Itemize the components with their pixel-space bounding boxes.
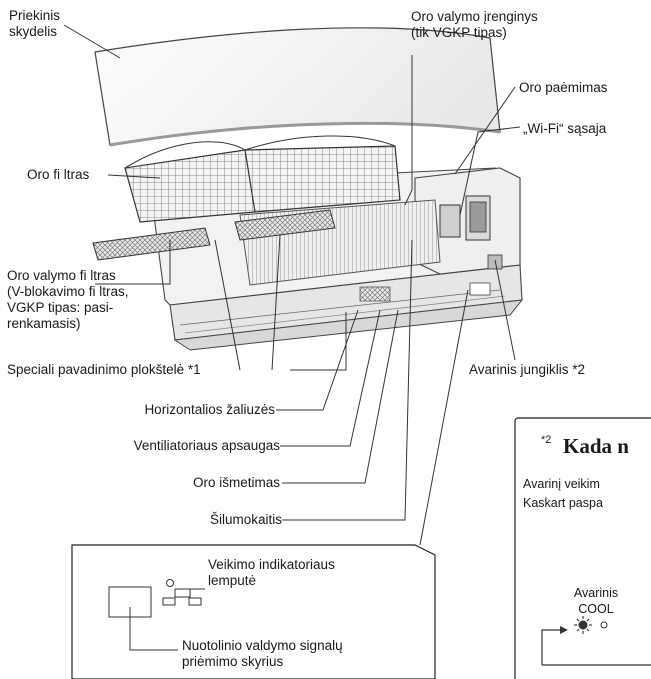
- remote-signal-receiver-line2: priėmimo skyrius: [182, 654, 284, 669]
- air-intake-label: Oro paėmimas: [519, 80, 608, 95]
- side-panel-title: Kada n: [563, 434, 629, 458]
- horizontal-louvers-label: Horizontalios žaliuzės: [144, 402, 275, 417]
- fan-guard-label: Ventiliatoriaus apsaugas: [133, 438, 280, 453]
- side-panel-mode-label1: Avarinis: [573, 586, 619, 600]
- air-cleaning-device-line1: Oro valymo įrenginys: [411, 9, 538, 24]
- front-panel-shape: [94, 27, 501, 147]
- special-name-plate-label: Speciali pavadinimo plokštelė *1: [7, 362, 201, 377]
- indicator-callout-box: [71, 544, 436, 679]
- operation-indicator-lamp-line1: Veikimo indikatoriaus: [208, 557, 335, 572]
- air-cleaning-filter-line4: renkamasis): [7, 316, 81, 331]
- front-panel-label: Priekinis skydelis: [9, 8, 60, 40]
- side-panel-mode-label2: COOL: [578, 602, 614, 616]
- wifi-interface-label: „Wi-Fi“ sąsaja: [523, 121, 607, 136]
- emergency-side-panel: [514, 417, 651, 679]
- air-cleaning-device-line2: (tik VGKP tipas): [411, 25, 507, 40]
- air-cleaning-filter-line3: VGKP tipas: pasi-: [7, 300, 114, 315]
- air-filter-label: Oro fi ltras: [27, 167, 90, 182]
- air-cleaning-filter-line1: Oro valymo fi ltras: [7, 268, 116, 283]
- remote-signal-receiver-label: Nuotolinio valdymo signalų priėmimo skyr…: [182, 638, 343, 670]
- side-panel-line1: Avarinį veikim: [523, 477, 600, 491]
- front-panel-label-line2: skydelis: [9, 24, 58, 39]
- remote-signal-receiver-line1: Nuotolinio valdymo signalų: [182, 638, 343, 653]
- operation-indicator-lamp-line2: lemputė: [208, 573, 257, 588]
- air-cleaning-device-label: Oro valymo įrenginys (tik VGKP tipas): [411, 9, 538, 41]
- air-cleaning-filter-shape: [92, 209, 336, 261]
- emergency-switch-label: Avarinis jungiklis *2: [469, 362, 586, 377]
- air-outlet-label: Oro išmetimas: [192, 475, 280, 490]
- side-panel-line2: Kaskart paspa: [523, 496, 603, 510]
- air-filter-shape: [124, 135, 401, 223]
- heat-exchanger-label: Šilumokaitis: [209, 512, 282, 527]
- air-cleaning-filter-label: Oro valymo fi ltras (V-blokavimo fi ltra…: [7, 268, 129, 332]
- operation-indicator-lamp-label: Veikimo indikatoriaus lemputė: [208, 557, 335, 589]
- side-panel-superscript: *2: [541, 434, 552, 446]
- air-cleaning-filter-line2: (V-blokavimo fi ltras,: [7, 284, 129, 299]
- front-panel-label-line1: Priekinis: [9, 8, 61, 23]
- leader-lines: [63, 24, 521, 546]
